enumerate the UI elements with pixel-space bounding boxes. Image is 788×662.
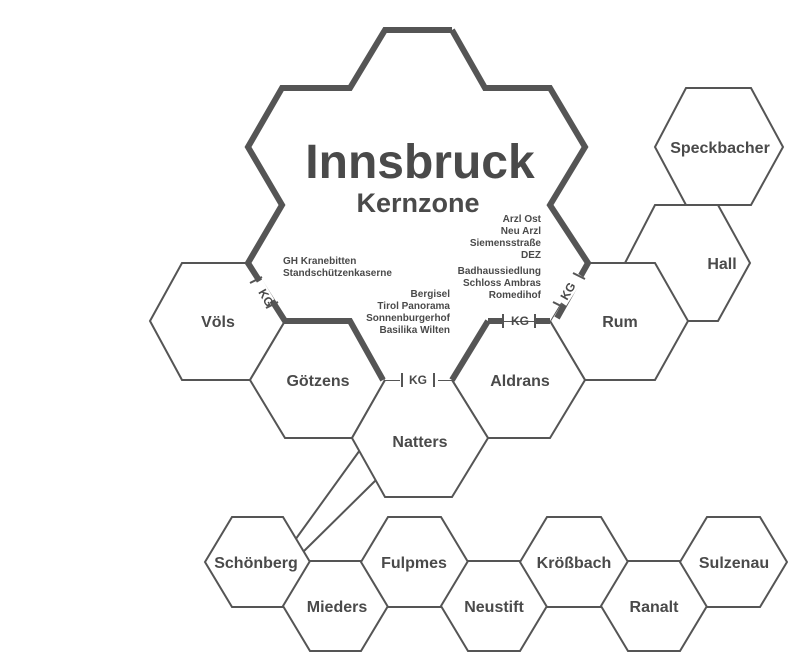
stop-label: Badhaussiedlung [458, 266, 541, 277]
stops-south: Bergisel Tirol Panorama Sonnenburgerhof … [366, 289, 451, 336]
zone-innsbruck-kernzone[interactable] [248, 30, 585, 380]
zone-label-neustift: Neustift [464, 599, 524, 616]
zone-speckbacher[interactable] [653, 87, 785, 206]
core-boundary-right [449, 28, 592, 320]
stop-label: GH Kranebitten [283, 256, 356, 267]
stop-label: Schloss Ambras [463, 278, 541, 289]
core-boundary-left [244, 27, 452, 382]
core-subtitle: Kernzone [356, 188, 479, 218]
kg-marker-aldrans: KG [488, 314, 550, 328]
stop-label: Romedihof [489, 290, 542, 301]
zone-label-speckbacher: Speckbacher [670, 140, 770, 157]
stop-label: Siemensstraße [470, 238, 542, 249]
kg-marker-south: KG [400, 373, 438, 387]
zone-label-natters: Natters [392, 434, 447, 451]
connector-natters-schoenberg [289, 449, 377, 554]
zone-label-sulzenau: Sulzenau [699, 555, 769, 572]
stop-label: Bergisel [411, 289, 451, 300]
stops-west: GH Kranebitten Standschützenkaserne [283, 256, 392, 279]
stop-label: Sonnenburgerhof [366, 313, 451, 324]
kg-label-aldrans: KG [511, 314, 529, 328]
stop-label: Tirol Panorama [377, 301, 450, 312]
zone-label-goetzens: Götzens [286, 373, 349, 390]
stop-label: Arzl Ost [503, 214, 542, 225]
zone-label-kroessbach: Krößbach [537, 555, 612, 572]
stop-label: Neu Arzl [501, 226, 541, 237]
kg-label-south: KG [409, 373, 427, 387]
stops-east: Arzl Ost Neu Arzl Siemensstraße DEZ Badh… [458, 214, 542, 301]
zone-label-aldrans: Aldrans [490, 373, 550, 390]
zone-label-fulpmes: Fulpmes [381, 555, 447, 572]
zone-label-rum: Rum [602, 314, 638, 331]
zone-label-hall: Hall [707, 256, 736, 273]
core-title: Innsbruck [305, 136, 535, 189]
stop-label: DEZ [521, 250, 541, 261]
stop-label: Standschützenkaserne [283, 268, 392, 279]
zone-label-schoenberg: Schönberg [214, 555, 298, 572]
zone-label-ranalt: Ranalt [630, 599, 680, 616]
zone-label-mieders: Mieders [307, 599, 368, 616]
zone-label-voels: Völs [201, 314, 235, 331]
zone-sulzenau[interactable] [678, 516, 788, 608]
stop-label: Basilika Wilten [380, 325, 451, 336]
core-boundary-bottom-right [449, 319, 491, 382]
